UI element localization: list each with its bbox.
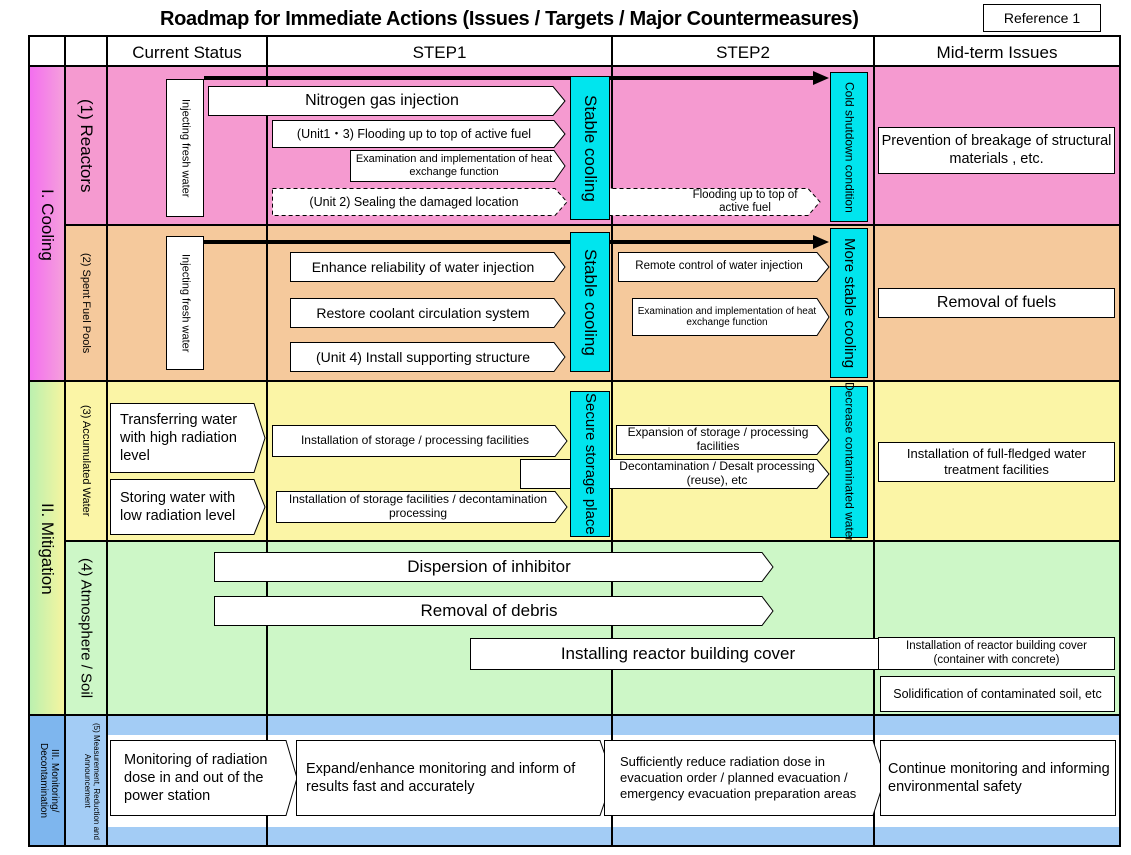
- reactors-long-arrow: [204, 71, 829, 85]
- monitoring-label-bg: [28, 715, 64, 847]
- water-midterm-box: Installation of full-fledged water treat…: [878, 442, 1115, 482]
- support-label: (Unit 4) Install supporting structure: [316, 348, 530, 365]
- cover-install-box: Installation of reactor building cover (…: [878, 637, 1115, 670]
- storage-decon-label: Installation of storage facilities / dec…: [288, 492, 548, 520]
- heat-exchange-arrow: [350, 150, 566, 182]
- reference-label: Reference 1: [983, 4, 1101, 32]
- storing-arrow: [110, 479, 266, 535]
- grid-line: [28, 35, 30, 847]
- reactors-target-step1: Stable cooling: [570, 76, 610, 220]
- grid-line: [106, 35, 108, 847]
- expansion-arrow: [616, 425, 830, 455]
- sealing-label: (Unit 2) Sealing the damaged location: [309, 194, 519, 209]
- cooling-label-bg: [28, 67, 64, 381]
- transfer-label: Transferring water with high radiation l…: [120, 411, 238, 465]
- grid-line: [28, 714, 1121, 716]
- col-current-status: Current Status: [132, 43, 242, 62]
- sealing-arrow: [272, 188, 568, 216]
- inhibitor-arrow: [214, 552, 774, 582]
- debris-label: Removal of debris: [420, 601, 558, 621]
- spent-fuel-target-step2: More stable cooling: [830, 228, 868, 378]
- spent-fuel-long-arrow: [204, 235, 829, 249]
- spent-heat-exchange-arrow: [632, 298, 830, 336]
- transfer-arrow: [110, 403, 266, 473]
- coolant-arrow: [290, 298, 566, 328]
- nitrogen-label: Nitrogen gas injection: [305, 91, 459, 109]
- reliability-arrow: [290, 252, 566, 282]
- spent-heat-exchange-label: Examination and implementation of heat e…: [637, 305, 817, 329]
- col-midterm: Mid-term Issues: [936, 43, 1058, 62]
- section-monitoring: III. Monitoring/ Decontamination: [38, 743, 60, 819]
- support-arrow: [290, 342, 566, 372]
- grid-line: [28, 35, 1121, 37]
- col-step1: STEP1: [412, 43, 467, 62]
- monitoring-midterm-label: Continue monitoring and informing enviro…: [888, 760, 1110, 795]
- grid-line: [64, 224, 1121, 226]
- page-title: Roadmap for Immediate Actions (Issues / …: [160, 8, 859, 30]
- monitoring-step1-label: Expand/enhance monitoring and inform of …: [306, 760, 576, 795]
- row-atmosphere: (4) Atmosphere / Soil: [77, 557, 95, 699]
- flooding13-label: (Unit1・3) Flooding up to top of active f…: [296, 126, 532, 141]
- debris-arrow: [214, 596, 774, 626]
- grid-line: [64, 35, 66, 847]
- row-measurement: (5) Measurement, Reduction and Announcem…: [83, 722, 101, 840]
- reliability-label: Enhance reliability of water injection: [311, 258, 535, 275]
- remote-arrow: [618, 252, 830, 282]
- reactors-current-box: Injecting fresh water: [166, 79, 204, 217]
- mitigation-label-bg: [28, 381, 64, 715]
- grid-line: [28, 845, 1121, 847]
- row-reactors: (1) Reactors: [77, 99, 96, 193]
- flooding-top-arrow: [598, 188, 821, 216]
- grid-line: [64, 540, 1121, 542]
- monitoring-midterm-arrow: [880, 740, 1116, 816]
- monitoring-step2-label: Sufficiently reduce radiation dose in ev…: [620, 753, 857, 802]
- grid-line: [28, 380, 1121, 382]
- storage-install-label: Installation of storage / processing fac…: [300, 433, 530, 448]
- grid-line: [873, 35, 875, 847]
- reactors-midterm-box: Prevention of breakage of structural mat…: [878, 127, 1115, 174]
- spent-fuel-target-step1: Stable cooling: [570, 232, 610, 372]
- cover-label: Installing reactor building cover: [560, 644, 796, 664]
- reactors-target-step2: Cold shutdown condition: [830, 72, 868, 222]
- coolant-label: Restore coolant circulation system: [316, 304, 530, 321]
- spent-fuel-midterm-box: Removal of fuels: [878, 288, 1115, 318]
- row-spent-fuel: (2) Spent Fuel Pools: [80, 252, 92, 354]
- heat-exchange-label: Examination and implementation of heat e…: [355, 153, 553, 178]
- grid-line: [611, 35, 613, 847]
- inhibitor-label: Dispersion of inhibitor: [407, 557, 571, 577]
- row-accumulated-water: (3) Accumulated Water: [80, 405, 92, 517]
- storage-install-arrow: [272, 425, 568, 457]
- monitoring-current-label: Monitoring of radiation dose in and out …: [124, 751, 268, 805]
- remote-label: Remote control of water injection: [635, 260, 803, 273]
- col-step2: STEP2: [716, 43, 770, 62]
- grid-line: [266, 35, 268, 847]
- monitoring-current-arrow: [110, 740, 298, 816]
- flooding-top-label: Flooding up to top of active fuel: [692, 188, 798, 214]
- section-mitigation: II. Mitigation: [38, 503, 57, 595]
- section-cooling: I. Cooling: [38, 189, 57, 261]
- monitoring-step2-arrow: [604, 740, 886, 816]
- spent-fuel-current-box: Injecting fresh water: [166, 236, 204, 370]
- water-target-step1: Secure storage place: [570, 391, 610, 537]
- grid-line: [1119, 35, 1121, 847]
- flooding13-arrow: [272, 120, 566, 148]
- nitrogen-arrow: [208, 86, 566, 116]
- expansion-label: Expansion of storage / processing facili…: [627, 425, 809, 453]
- grid-line: [28, 65, 1121, 67]
- header-band: [28, 35, 1121, 67]
- desalt-label: Decontamination / Desalt processing (reu…: [619, 459, 815, 487]
- storing-label: Storing water with low radiation level: [120, 489, 236, 524]
- water-target-step2: Decrease contaminated water: [830, 382, 868, 542]
- solidification-box: Solidification of contaminated soil, etc: [880, 676, 1115, 712]
- storage-decon-arrow: [276, 491, 568, 523]
